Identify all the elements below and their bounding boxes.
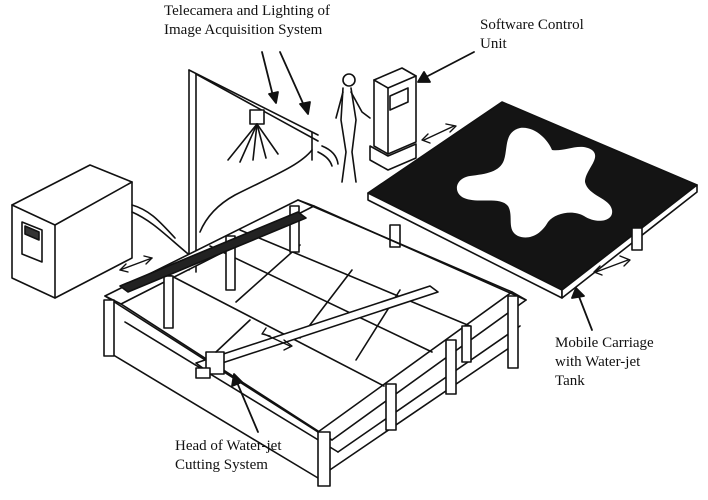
- carriage-label-line2: with Water-jet: [555, 354, 641, 370]
- cutting-head-label: Head of Water-jet Cutting System: [175, 437, 282, 475]
- head-label-line2: Cutting System: [175, 457, 268, 473]
- software-control-label: Software Control Unit: [480, 16, 584, 54]
- telecamera-label: Telecamera and Lighting of Image Acquisi…: [164, 2, 330, 40]
- mobile-carriage: [367, 101, 698, 299]
- cutting-table: [103, 199, 527, 487]
- callout-arrows: [231, 51, 593, 433]
- motion-arrows: [119, 123, 631, 351]
- control-console: [369, 67, 417, 171]
- software-label-line1: Software Control: [480, 17, 584, 33]
- carriage-label-line3: Tank: [555, 373, 585, 389]
- software-label-line2: Unit: [480, 36, 507, 52]
- camera-gantry: [188, 69, 319, 273]
- telecamera-label-line2: Image Acquisition System: [164, 22, 323, 38]
- carriage-label-line1: Mobile Carriage: [555, 335, 654, 351]
- operator-figure: [317, 73, 371, 183]
- mobile-carriage-label: Mobile Carriage with Water-jet Tank: [555, 334, 654, 391]
- telecamera-label-line1: Telecamera and Lighting of: [164, 3, 330, 19]
- head-label-line1: Head of Water-jet: [175, 438, 282, 454]
